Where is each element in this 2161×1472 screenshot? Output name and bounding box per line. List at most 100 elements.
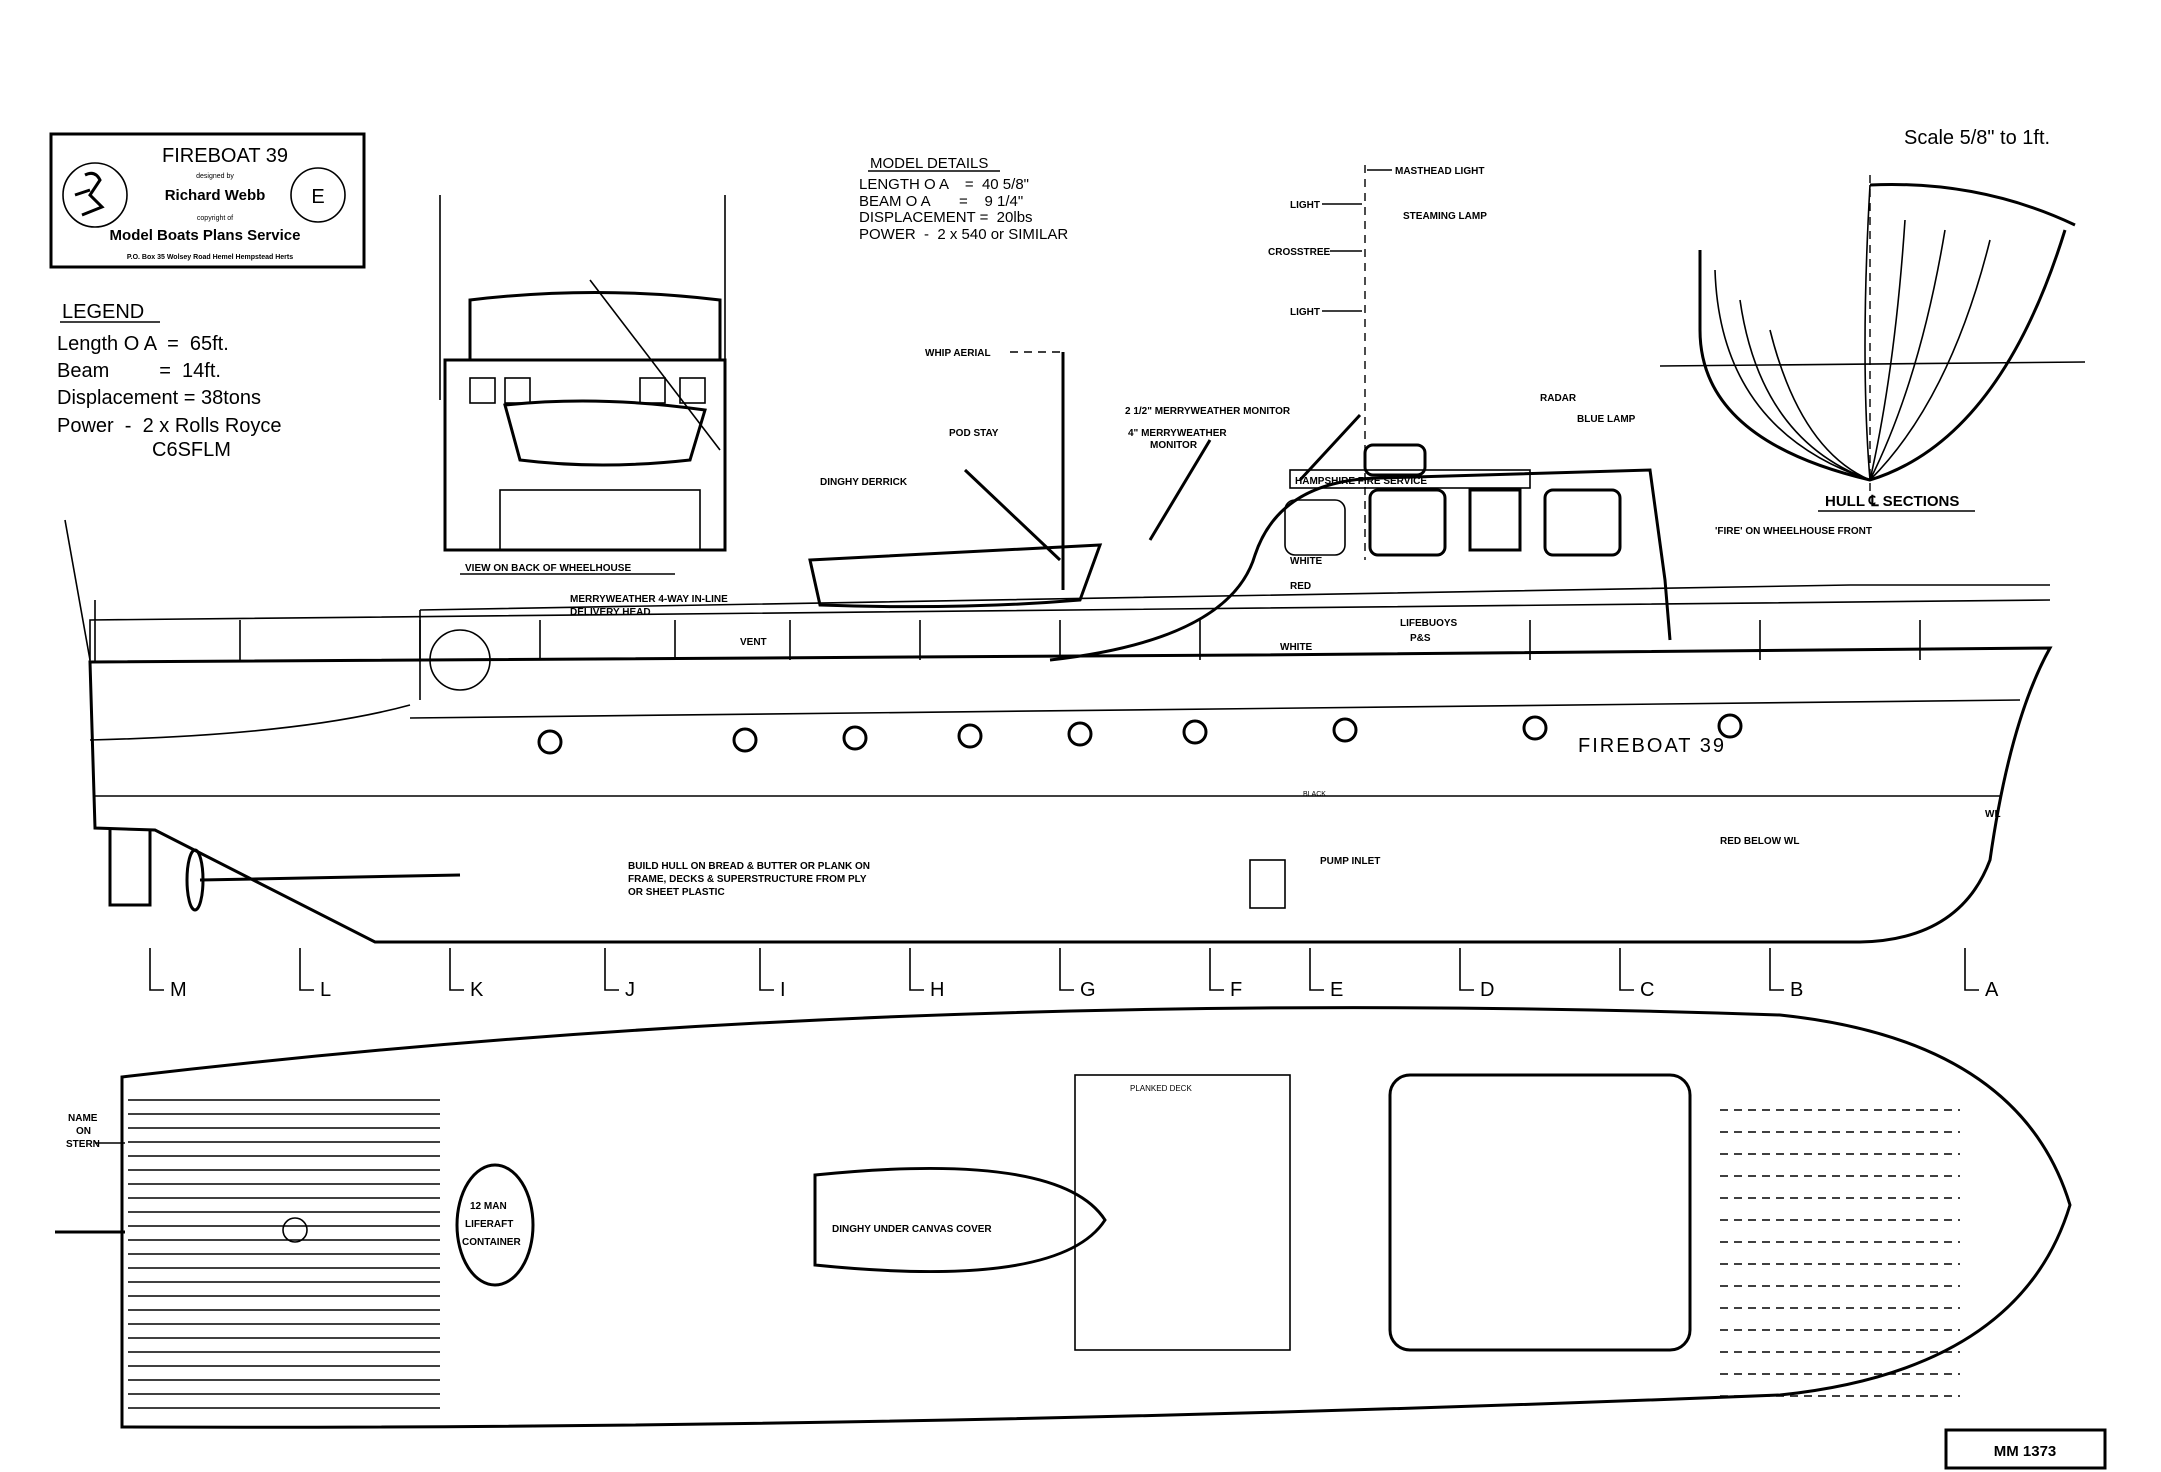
label-monitor-large: 4" MERRYWEATHER — [1128, 428, 1227, 439]
plan-view: 12 MAN LIFERAFT CONTAINER DINGHY UNDER C… — [55, 1006, 2072, 1429]
profile-labels: MASTHEAD LIGHT LIGHT STEAMING LAMP CROSS… — [570, 166, 2001, 898]
label-pod-stay: POD STAY — [949, 428, 999, 439]
model-detail-line: BEAM O A = 9 1/4" — [859, 193, 1023, 210]
porthole — [537, 729, 563, 755]
designed-by-label: designed by — [196, 173, 234, 180]
station-label-D: D — [1480, 979, 1494, 1001]
station-tick — [449, 948, 464, 991]
label-delivery-head: MERRYWEATHER 4-WAY IN-LINE — [570, 594, 728, 605]
label-black: BLACK — [1303, 791, 1326, 798]
fire-on-front-note: 'FIRE' ON WHEELHOUSE FRONT — [1715, 526, 1872, 537]
build-note: OR SHEET PLASTIC — [628, 887, 725, 898]
label-delivery-head: DELIVERY HEAD — [570, 607, 651, 618]
label-monitor-small: 2 1/2" MERRYWEATHER MONITOR — [1125, 406, 1291, 417]
monitor-large — [1148, 439, 1212, 541]
station-label-A: A — [1985, 979, 1999, 1001]
model-detail-line: LENGTH O A = 40 5/8" — [859, 176, 1029, 193]
station-label-L: L — [320, 979, 331, 1001]
station-tick — [1459, 948, 1474, 991]
dinghy-covered — [813, 1166, 1107, 1274]
portholes — [537, 713, 1743, 755]
label-liferaft: LIFERAFT — [465, 1219, 513, 1230]
station-label-J: J — [625, 979, 635, 1001]
publisher-name: Model Boats Plans Service — [110, 227, 301, 244]
porthole — [732, 727, 758, 753]
porthole — [1717, 713, 1743, 739]
model-detail-line: POWER - 2 x 540 or SIMILAR — [859, 226, 1068, 243]
wheelhouse — [1049, 468, 1672, 662]
wheelhouse-sign: HAMPSHIRE FIRE SERVICE — [1295, 476, 1427, 487]
model-details: MODEL DETAILS LENGTH O A = 40 5/8" BEAM … — [859, 155, 1068, 243]
label-light-upper: LIGHT — [1290, 200, 1320, 211]
publisher-address: P.O. Box 35 Wolsey Road Hemel Hempstead … — [127, 254, 293, 261]
porthole — [1332, 717, 1358, 743]
station-label-C: C — [1640, 979, 1654, 1001]
legend-line: Power - 2 x Rolls Royce — [57, 415, 282, 437]
station-tick — [909, 948, 924, 991]
scale-note: Scale 5/8" to 1ft. — [1904, 127, 2050, 149]
profile-view: HAMPSHIRE FIRE SERVICE MASTHEAD LIGHT LI… — [64, 165, 2053, 1001]
porthole — [842, 725, 868, 751]
label-name-on-stern: ON — [76, 1126, 91, 1137]
grade-circle — [290, 167, 346, 223]
deck-planking — [128, 1099, 1960, 1409]
grade-letter: E — [311, 186, 324, 208]
station-label-H: H — [930, 979, 944, 1001]
station-tick — [604, 948, 619, 991]
prop-shaft — [199, 873, 461, 882]
model-detail-line: DISPLACEMENT = 20lbs — [859, 209, 1033, 226]
station-tick — [149, 948, 164, 991]
station-tick — [1769, 948, 1784, 991]
label-blue-lamp: BLUE LAMP — [1577, 414, 1636, 425]
label-monitor-large: MONITOR — [1150, 440, 1198, 451]
pump-inlet-grille — [1249, 859, 1286, 909]
label-vent: VENT — [740, 637, 767, 648]
model-details-heading: MODEL DETAILS — [870, 155, 988, 172]
porthole — [1522, 715, 1548, 741]
deck-outline — [120, 1006, 2072, 1429]
station-tick — [759, 948, 774, 991]
legend-line: Displacement = 38tons — [57, 387, 261, 409]
porthole — [957, 723, 983, 749]
rudder — [108, 830, 152, 907]
station-label-K: K — [470, 979, 484, 1001]
back-of-wheelhouse-view: VIEW ON BACK OF WHEELHOUSE — [439, 195, 727, 575]
label-wl: WL — [1985, 809, 2001, 820]
back-view-caption: VIEW ON BACK OF WHEELHOUSE — [465, 563, 631, 574]
label-steaming-lamp: STEAMING LAMP — [1403, 211, 1487, 222]
label-name-on-stern: STERN — [66, 1139, 100, 1150]
engine-casing — [1074, 1074, 1291, 1351]
bulwark-stanchions — [239, 620, 1921, 660]
label-pump-inlet: PUMP INLET — [1320, 856, 1380, 867]
station-label-M: M — [170, 979, 187, 1001]
build-note: FRAME, DECKS & SUPERSTRUCTURE FROM PLY — [628, 874, 867, 885]
hose-reel — [429, 629, 491, 691]
porthole — [1067, 721, 1093, 747]
dinghy — [808, 543, 1103, 609]
legend: LEGEND Length O A = 65ft. Beam = 14ft. D… — [57, 301, 282, 461]
logo-figure — [74, 171, 105, 217]
station-tick — [1059, 948, 1074, 991]
label-name-on-stern: NAME — [68, 1113, 98, 1124]
station-tick — [1619, 948, 1634, 991]
dinghy-back-view — [503, 399, 707, 467]
build-note: BUILD HULL ON BREAD & BUTTER OR PLANK ON — [628, 861, 870, 872]
hull-sections-view: HULL ℄ SECTIONS 'FIRE' ON WHEELHOUSE FRO… — [1659, 175, 2086, 537]
station-tick — [299, 948, 314, 991]
porthole — [1182, 719, 1208, 745]
legend-line: Beam = 14ft. — [57, 360, 221, 382]
label-liferaft: 12 MAN — [470, 1201, 507, 1212]
copyright-label: copyright of — [197, 215, 233, 222]
station-label-E: E — [1330, 979, 1343, 1001]
station-label-I: I — [780, 979, 786, 1001]
legend-line: Length O A = 65ft. — [57, 333, 229, 355]
plan-number-box: MM 1373 — [1944, 1428, 2107, 1470]
legend-line: C6SFLM — [152, 439, 231, 461]
label-lifebuoys: LIFEBUOYS — [1400, 618, 1458, 629]
station-label-G: G — [1080, 979, 1096, 1001]
title-block-title: FIREBOAT 39 — [162, 145, 288, 167]
label-liferaft: CONTAINER — [462, 1237, 521, 1248]
label-dinghy-derrick: DINGHY DERRICK — [820, 477, 908, 488]
